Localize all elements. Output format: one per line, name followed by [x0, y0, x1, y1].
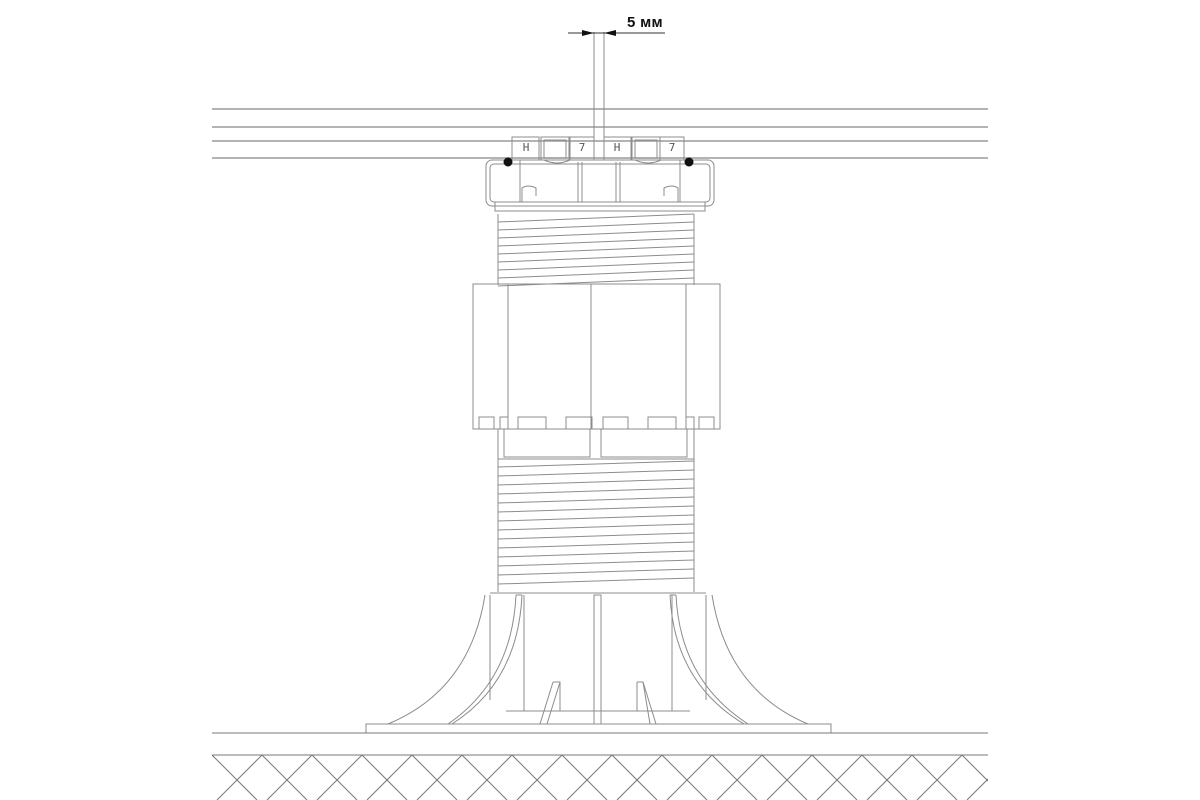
clip-label-7-left: 7: [578, 141, 586, 154]
support-dot-left: [503, 157, 513, 167]
ground-hatch: [67, 733, 1107, 800]
clip-label-h-left: H: [522, 141, 530, 154]
dimension-line: [568, 30, 665, 36]
base-flange: [366, 593, 831, 733]
upper-thread: [498, 214, 694, 286]
clip-label-7-right: 7: [668, 141, 676, 154]
clip-label-h-right: H: [613, 141, 621, 154]
slab-clip-head: [486, 160, 714, 211]
lower-thread: [498, 459, 694, 592]
deck-boards: [212, 109, 988, 158]
support-dot-right: [684, 157, 694, 167]
gap-dimension-label: 5 мм: [627, 14, 663, 31]
adjustment-collar: [473, 284, 720, 459]
